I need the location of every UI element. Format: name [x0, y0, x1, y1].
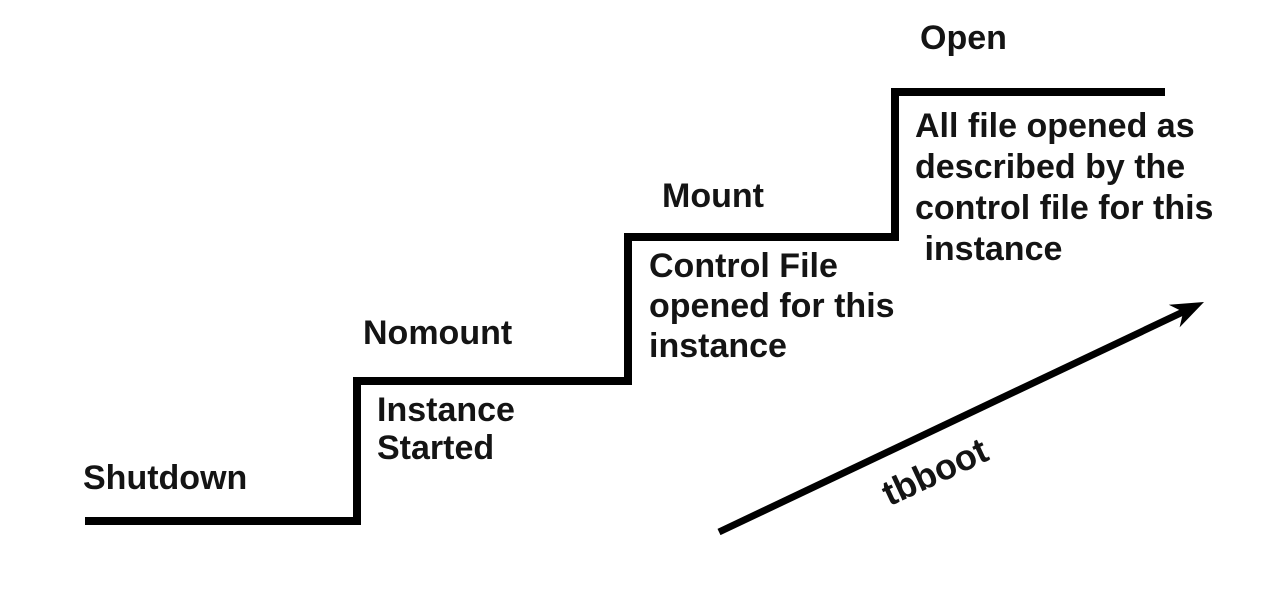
stage-label-nomount: Nomount — [363, 314, 513, 352]
stage-label-mount: Mount — [662, 177, 764, 215]
stage-label-open: Open — [920, 19, 1007, 57]
stage-desc-open: All file opened as described by the cont… — [915, 107, 1214, 268]
stage-label-shutdown: Shutdown — [83, 459, 248, 497]
tbboot-arrow-shaft — [717, 307, 1187, 536]
staircase-path — [85, 88, 1165, 525]
stage-desc-nomount: Instance Started — [377, 391, 515, 467]
stage-desc-mount: Control File opened for this instance — [649, 247, 895, 365]
tbboot-arrowhead-icon — [1168, 302, 1204, 328]
